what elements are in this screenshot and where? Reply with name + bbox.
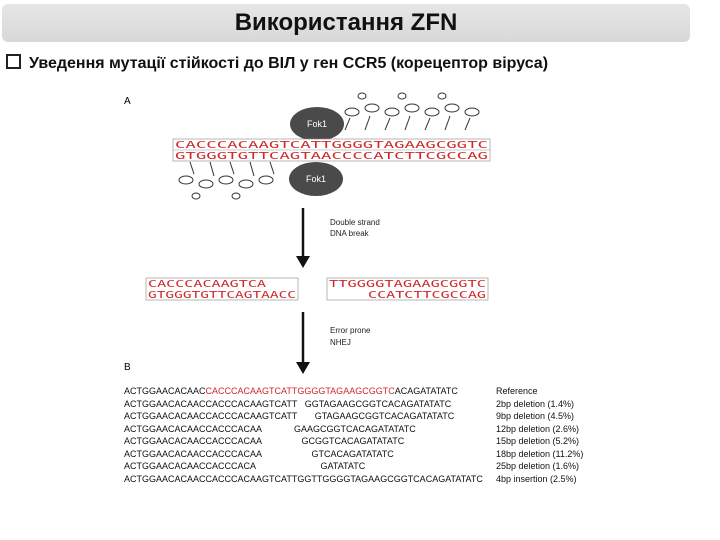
left-top-strand: CACCCACAAGTCA (148, 279, 266, 290)
right-top-strand: TTGGGGTAGAAGCGGTC (329, 279, 486, 290)
checkbox-bullet-icon (6, 54, 21, 69)
sequence: ACTGGAACACAACCACCCACAA GTCACAGATATATC (124, 449, 394, 459)
fok1-bottom-enzyme (289, 162, 343, 196)
zinc-fingers-bottom-icon (178, 161, 275, 200)
mutation-description: 25bp deletion (1.6%) (496, 461, 580, 471)
table-row: ACTGGAACACAACCACCCACA GATATATC 25bp delet… (124, 461, 579, 471)
left-bottom-strand: GTGGGTGTTCAGTAACC (148, 290, 296, 301)
sequence: ACTGGAACACAACCACCCACA GATATATC (124, 461, 365, 471)
dna-duplex: CACCCACAAGTCATTGGGGTAGAAGCGGTC GTGGGTGTT… (172, 138, 491, 162)
seq-post: ACAGATATATC (394, 386, 458, 396)
arrow-down-2-head-icon (296, 362, 310, 374)
seq-pre: ACTGGAACACAACCACCCACAAGTCATT GGTAGAAGCGG… (124, 398, 452, 409)
right-bottom-strand: CCATCTTCGCCAG (368, 290, 486, 301)
table-row: ACTGGAACACAACCACCCACAA GTCACAGATATATC 18b… (124, 449, 583, 459)
sequence: ACTGGAACACAACCACCCACAA GAAGCGGTCACAGATAT… (124, 424, 416, 434)
fok1-top-enzyme (290, 107, 344, 141)
seq-pre: ACTGGAACACAAC (124, 386, 206, 396)
panel-a-label: A (124, 96, 131, 107)
mutation-description: 4bp insertion (2.5%) (496, 473, 577, 484)
arrow-down-1-head-icon (296, 256, 310, 268)
zinc-fingers-top-icon (344, 92, 480, 131)
bullet-text: Уведення мутації стійкості до ВІЛ у ген … (29, 55, 549, 72)
fok1-bottom-label: Fok1 (306, 174, 326, 184)
dna-cut-right: TTGGGGTAGAAGCGGTC CCATCTTCGCCAG (326, 277, 489, 301)
seq-pre: ACTGGAACACAACCACCCACA GATATATC (124, 461, 366, 471)
sequence: ACTGGAACACAACCACCCACAAGTCATTGGGGTAGAAGCG… (124, 386, 458, 396)
arrow2-text-line2: NHEJ (330, 338, 351, 347)
arrow1-text-line2: DNA break (330, 229, 370, 238)
sequence: ACTGGAACACAACCACCCACAAGTCATT GTAGAAGCGGT… (124, 411, 454, 421)
arrow2-text-line1: Error prone (330, 326, 371, 335)
table-row: ACTGGAACACAACCACCCACAAGTCATT GGTAGAAGCGG… (124, 399, 574, 409)
table-row: ACTGGAACACAACCACCCACAA GAAGCGGTCACAGATAT… (124, 424, 579, 434)
seq-pre: ACTGGAACACAACCACCCACAAGTCATTGGTTGGGGTAGA… (124, 473, 483, 484)
fok1-top-label: Fok1 (307, 119, 327, 129)
dna-bottom-strand: GTGGGTGTTCAGTAACCCCATCTTCGCCAG (175, 151, 488, 162)
table-row: ACTGGAACACAACCACCCACAA GCGGTCACAGATATATC… (124, 436, 579, 446)
mutation-description: 18bp deletion (11.2%) (496, 448, 584, 459)
panel-b-label: B (124, 362, 131, 373)
seq-pre: ACTGGAACACAACCACCCACAA GCGGTCACAGATATATC (124, 436, 405, 446)
mutation-description: Reference (496, 386, 538, 396)
mutation-description: 12bp deletion (2.6%) (496, 423, 580, 434)
slide-title: Використання ZFN (2, 4, 690, 42)
bullet-item: Уведення мутації стійкості до ВІЛ у ген … (6, 54, 712, 73)
seq-target: CACCCACAAGTCATTGGGGTAGAAGCGGTC (205, 386, 395, 396)
table-row: ACTGGAACACAACCACCCACAAGTCATTGGGGTAGAAGCG… (124, 386, 538, 396)
mutation-description: 2bp deletion (1.4%) (496, 398, 575, 409)
mutation-description: 15bp deletion (5.2%) (496, 436, 580, 446)
seq-pre: ACTGGAACACAACCACCCACAA GTCACAGATATATC (124, 448, 394, 459)
mutation-description: 9bp deletion (4.5%) (496, 411, 575, 421)
seq-pre: ACTGGAACACAACCACCCACAA GAAGCGGTCACAGATAT… (124, 423, 416, 434)
sequence: ACTGGAACACAACCACCCACAA GCGGTCACAGATATATC (124, 436, 404, 446)
table-row: ACTGGAACACAACCACCCACAAGTCATTGGTTGGGGTAGA… (124, 474, 577, 484)
dna-top-strand: CACCCACAAGTCATTGGGGTAGAAGCGGTC (175, 140, 488, 151)
seq-pre: ACTGGAACACAACCACCCACAAGTCATT GTAGAAGCGGT… (124, 411, 455, 421)
sequence: ACTGGAACACAACCACCCACAAGTCATTGGTTGGGGTAGA… (124, 474, 483, 484)
sequence: ACTGGAACACAACCACCCACAAGTCATT GGTAGAAGCGG… (124, 399, 451, 409)
arrow1-text-line1: Double strand (330, 218, 380, 227)
table-row: ACTGGAACACAACCACCCACAAGTCATT GTAGAAGCGGT… (124, 411, 574, 421)
dna-cut-left: CACCCACAAGTCA GTGGGTGTTCAGTAACC (145, 277, 299, 301)
